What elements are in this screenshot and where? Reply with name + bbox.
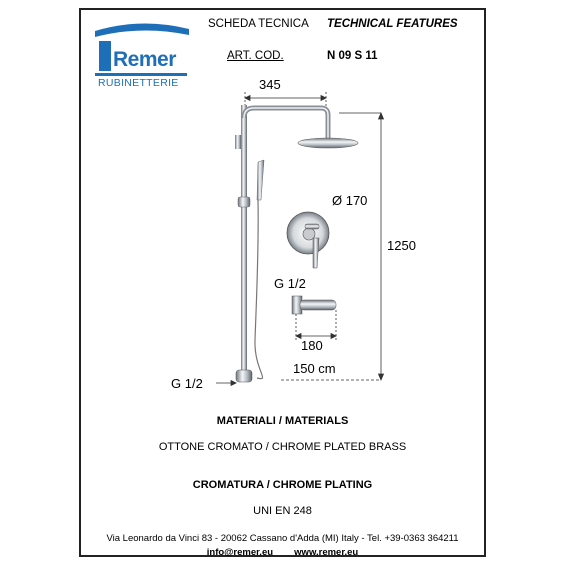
features-title: TECHNICAL FEATURES (327, 18, 458, 30)
footer-email[interactable]: info@remer.eu (206, 547, 274, 558)
materials-title: MATERIALI / MATERIALS (216, 415, 349, 427)
sheet-title: SCHEDA TECNICA (208, 18, 309, 30)
logo-subtitle: RUBINETTERIE (98, 77, 179, 89)
hand-shower (256, 159, 265, 201)
footer-address: Via Leonardo da Vinci 83 - 20062 Cassano… (106, 533, 459, 544)
product-drawing (216, 92, 385, 387)
footer-website[interactable]: www.remer.eu (294, 547, 359, 558)
dim-width-line (244, 92, 327, 118)
dim-height-line (281, 111, 385, 382)
wall-bracket-top (235, 135, 241, 149)
art-cod-label: ART. COD. (227, 50, 284, 62)
thread-upper-label: G 1/2 (274, 276, 306, 291)
bath-spout (299, 299, 337, 311)
materials-value: OTTONE CROMATO / CHROME PLATED BRASS (158, 441, 407, 453)
technical-sheet: Remer RUBINETTERIE SCHEDA TECNICA TECHNI… (79, 8, 486, 558)
shower-arm (241, 105, 331, 138)
thread-lower-arrow (216, 379, 237, 387)
footer-contacts: info@remer.eu www.remer.eu (81, 547, 484, 558)
dim-diameter-label: Ø 170 (332, 193, 368, 208)
dim-width-label: 345 (259, 77, 281, 92)
dim-height-label: 1250 (387, 238, 416, 253)
dim-spout-label: 180 (301, 338, 323, 353)
plating-value: UNI EN 248 (253, 505, 312, 517)
thread-lower-label: G 1/2 (171, 376, 203, 391)
bottom-connector (235, 369, 253, 383)
riser-pipe (241, 105, 247, 373)
dim-spout-line (295, 310, 337, 340)
mixer-lever (312, 237, 320, 269)
logo-brand-text: Remer (113, 48, 176, 71)
slide-holder (237, 196, 251, 208)
shower-hose (254, 199, 264, 380)
remer-logo: Remer RUBINETTERIE (91, 19, 191, 89)
plating-title: CROMATURA / CHROME PLATING (192, 479, 373, 491)
dim-hose-label: 150 cm (293, 361, 336, 376)
art-cod-value: N 09 S 11 (327, 50, 378, 62)
shower-head (297, 137, 359, 149)
logo-swoosh-icon (95, 23, 189, 76)
